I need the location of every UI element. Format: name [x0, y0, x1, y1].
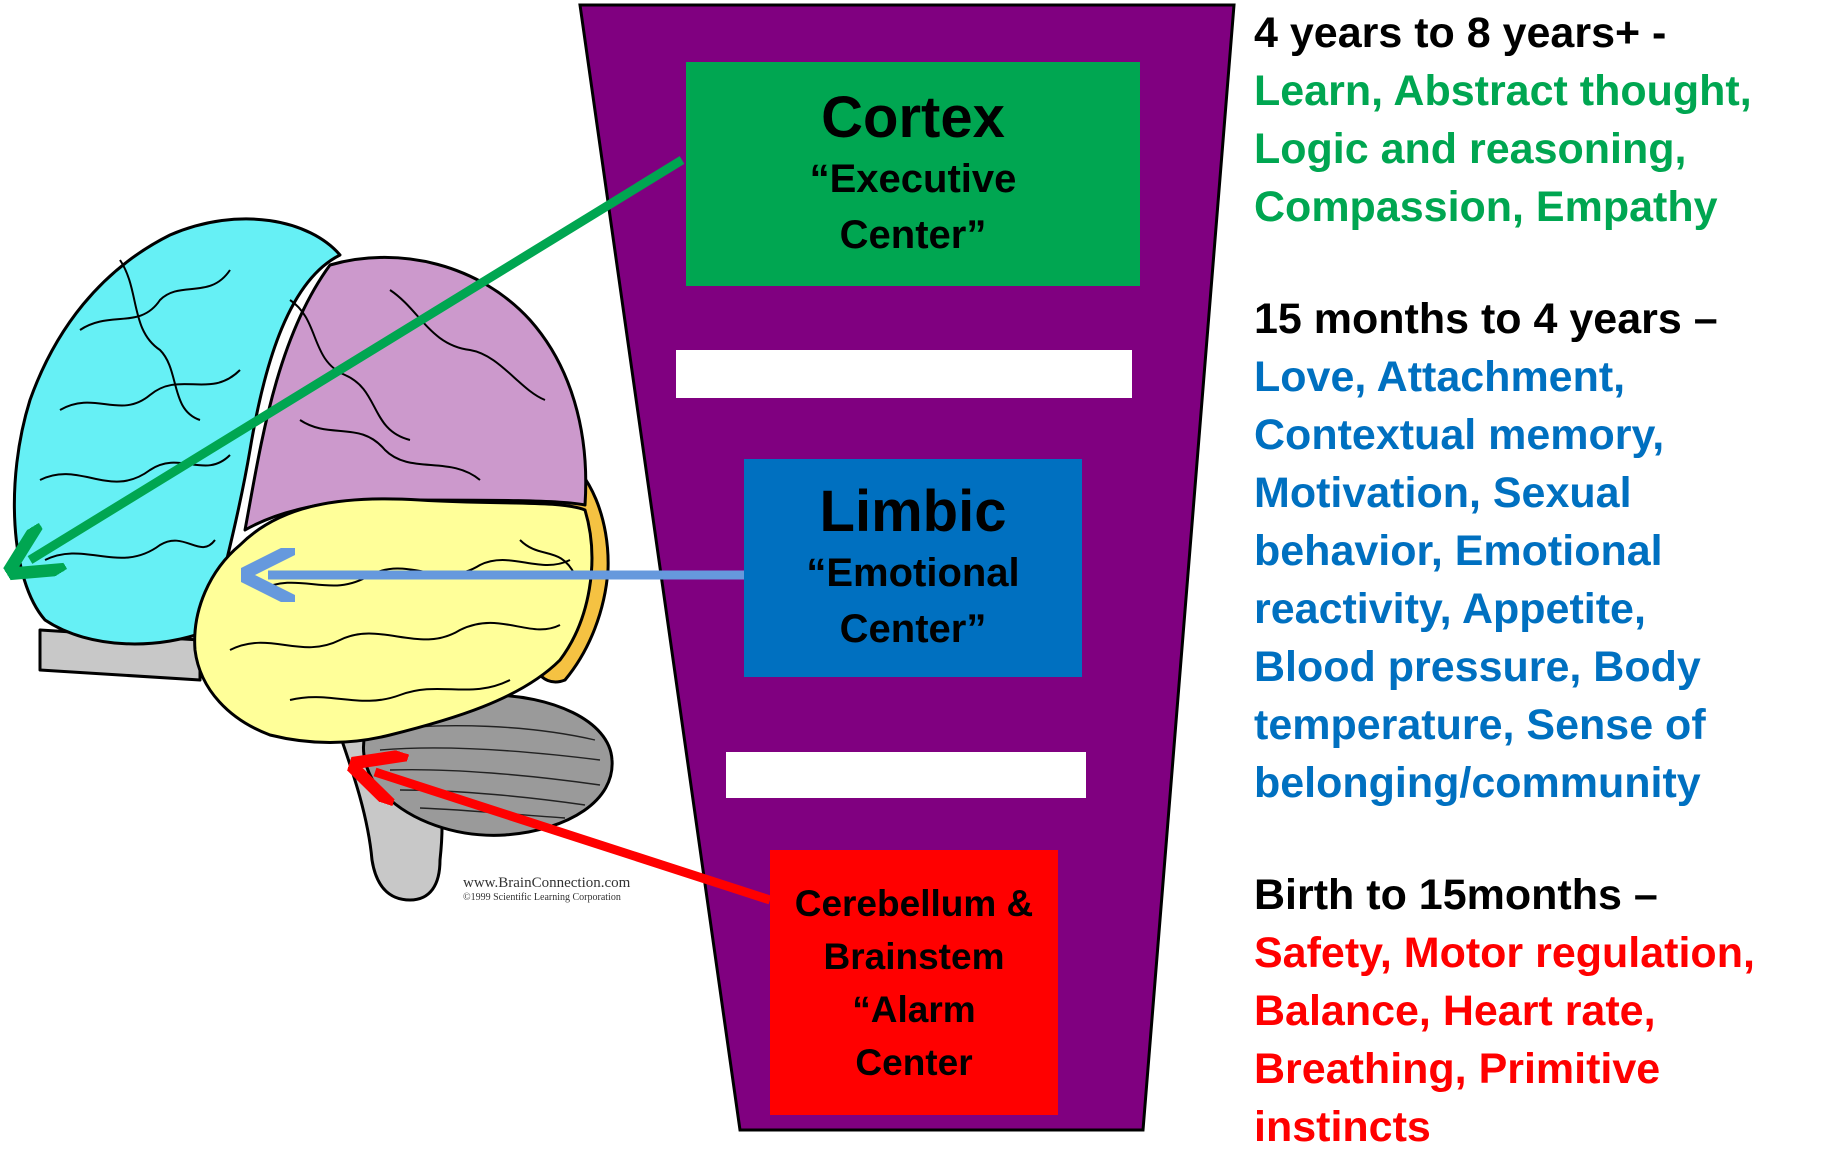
stage-limbic-age: 15 months to 4 years – [1254, 290, 1774, 348]
stage-alarm-text: Birth to 15months – Safety, Motor regula… [1254, 866, 1824, 1156]
stage-alarm-age: Birth to 15months – [1254, 866, 1824, 924]
brain-illustration [14, 219, 612, 900]
limbic-subtitle-line2: Center” [840, 601, 987, 657]
alarm-line3: “Alarm [852, 983, 975, 1036]
cortex-subtitle-line1: “Executive [810, 151, 1017, 207]
limbic-box: Limbic “Emotional Center” [744, 459, 1082, 677]
alarm-line2: Brainstem [824, 930, 1005, 983]
cortex-subtitle-line2: Center” [840, 207, 987, 263]
stage-cortex-age: 4 years to 8 years+ - [1254, 4, 1824, 62]
funnel-divider-top [676, 350, 1132, 398]
limbic-subtitle-line1: “Emotional [806, 545, 1019, 601]
image-credit: www.BrainConnection.com ©1999 Scientific… [463, 874, 630, 904]
alarm-line1: Cerebellum & [795, 877, 1034, 930]
funnel-divider-bottom [726, 752, 1086, 798]
stage-limbic-description: Love, Attachment, Contextual memory, Mot… [1254, 348, 1774, 812]
alarm-line4: Center [855, 1036, 972, 1089]
alarm-box: Cerebellum & Brainstem “Alarm Center [770, 850, 1058, 1115]
limbic-title: Limbic [820, 479, 1007, 545]
cortex-title: Cortex [821, 85, 1005, 151]
stage-limbic-text: 15 months to 4 years – Love, Attachment,… [1254, 290, 1774, 812]
image-credit-copyright: ©1999 Scientific Learning Corporation [463, 892, 630, 904]
cortex-box: Cortex “Executive Center” [686, 62, 1140, 286]
stage-cortex-text: 4 years to 8 years+ - Learn, Abstract th… [1254, 4, 1824, 236]
stage-alarm-description: Safety, Motor regulation, Balance, Heart… [1254, 924, 1824, 1156]
stage-cortex-description: Learn, Abstract thought, Logic and reaso… [1254, 62, 1824, 236]
image-credit-url: www.BrainConnection.com [463, 874, 630, 892]
